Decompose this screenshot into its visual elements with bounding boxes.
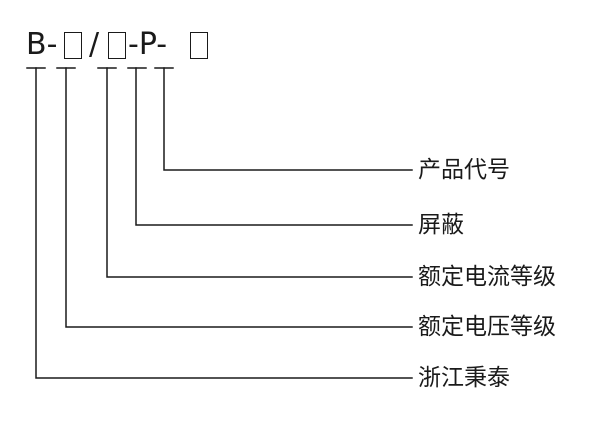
leader-company xyxy=(35,67,413,379)
leader-rated-voltage xyxy=(65,67,413,328)
label-product-code: 产品代号 xyxy=(418,157,510,183)
leader-shielding xyxy=(135,67,413,226)
label-rated-current-grade: 额定电流等级 xyxy=(418,264,556,290)
code-slash: / xyxy=(89,27,100,62)
code-shield-marker: -P- xyxy=(128,27,168,62)
voltage-placeholder-box xyxy=(64,32,82,59)
label-shielding: 屏蔽 xyxy=(418,212,464,238)
leader-product-code xyxy=(163,67,413,171)
label-company: 浙江秉泰 xyxy=(418,365,510,391)
current-placeholder-box xyxy=(108,32,126,59)
leader-rated-current xyxy=(106,67,413,278)
code-prefix: B- xyxy=(26,27,58,62)
label-rated-voltage-grade: 额定电压等级 xyxy=(418,314,556,340)
product-code-placeholder-box xyxy=(190,32,208,59)
